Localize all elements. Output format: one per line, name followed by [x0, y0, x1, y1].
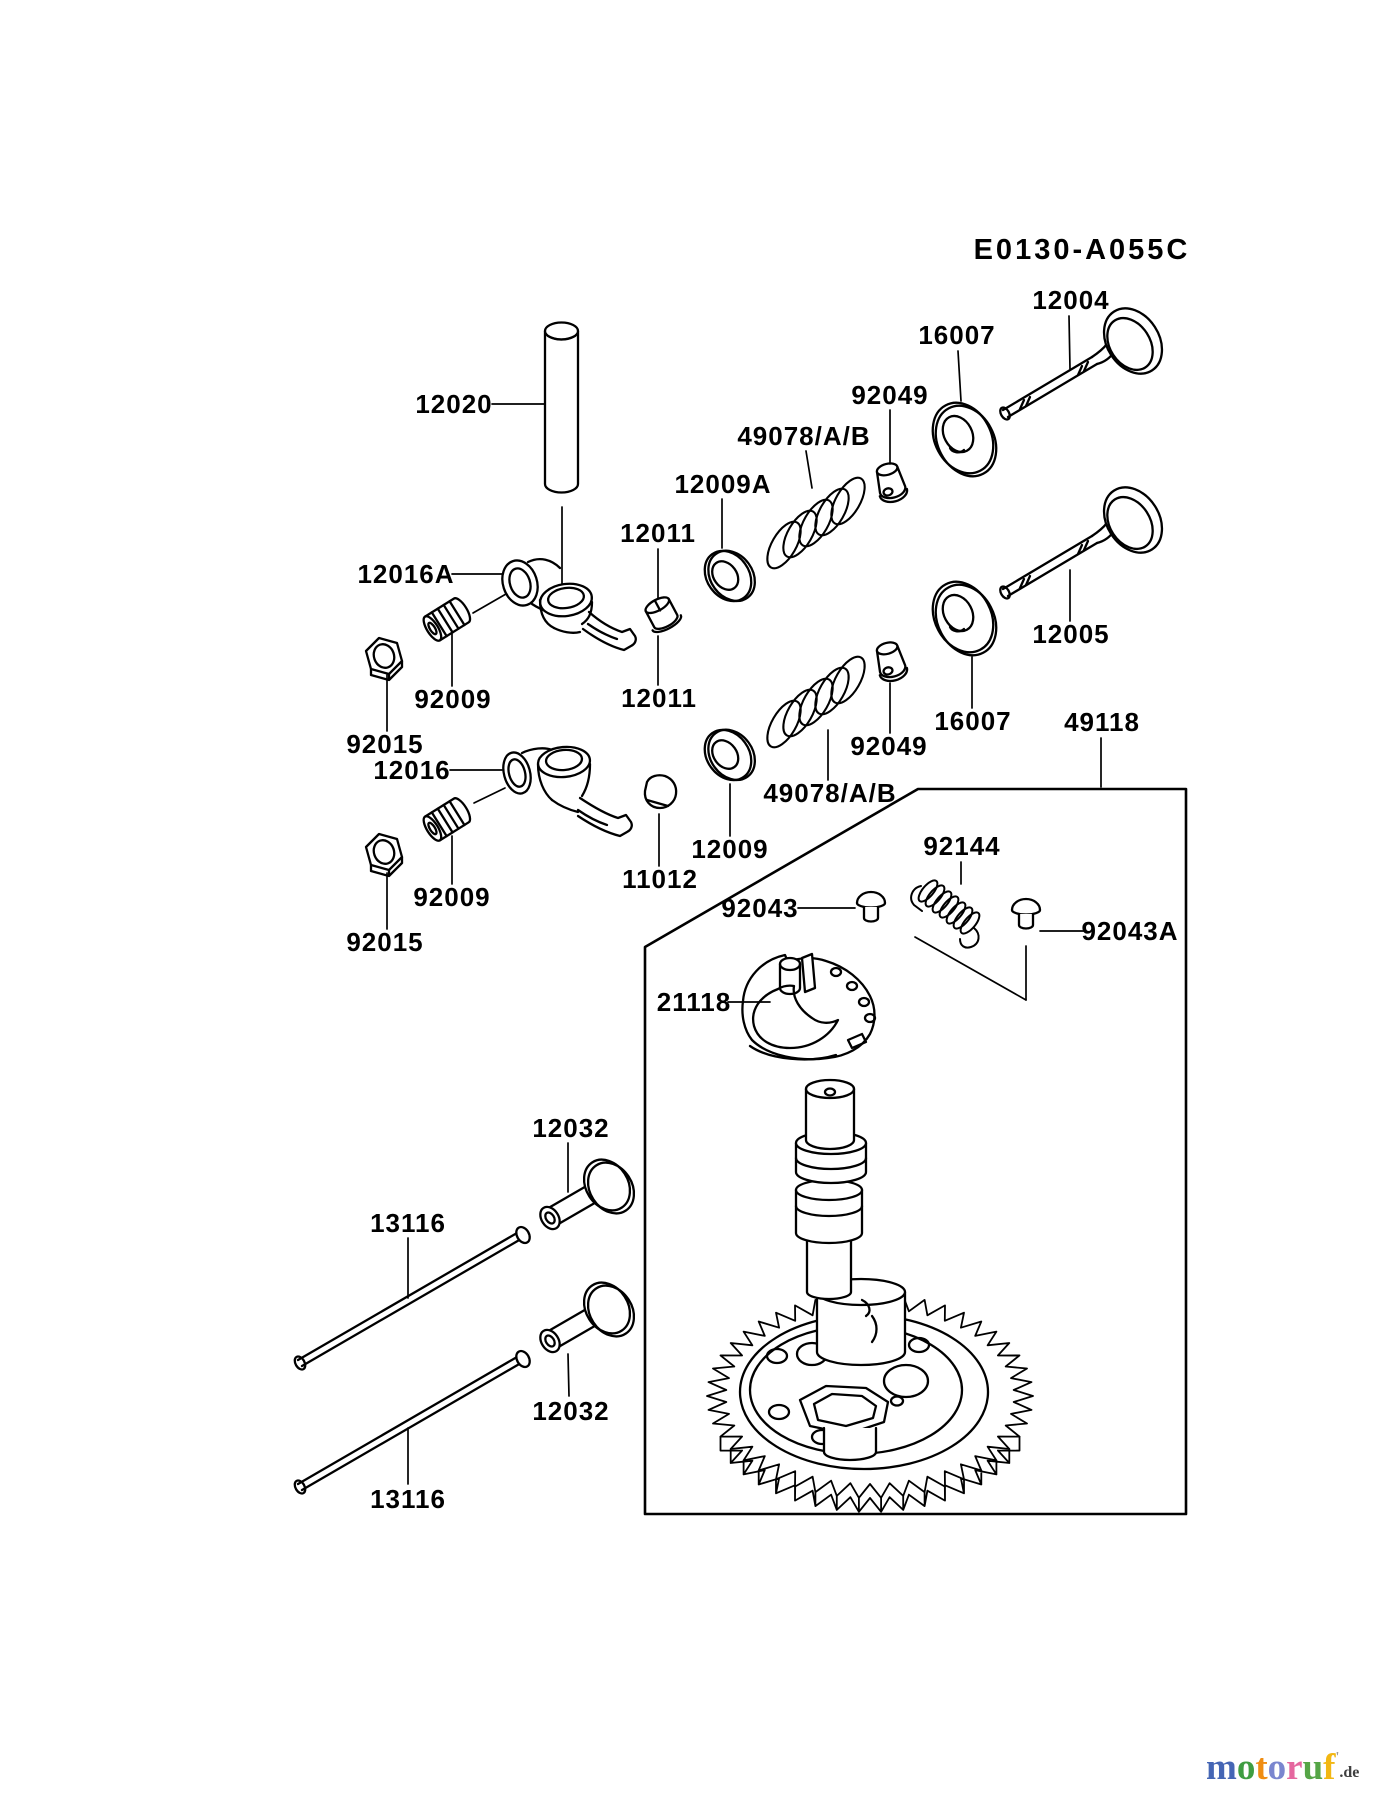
watermark-letter: t [1255, 1747, 1268, 1788]
label-49078-2: 49078/A/B [763, 778, 896, 808]
screw-92009-2-drawing [419, 794, 475, 845]
watermark-tick: ' [1335, 1750, 1340, 1765]
label-16007-2: 16007 [934, 706, 1011, 736]
label-92049-2: 92049 [850, 731, 927, 761]
pushrod-13116-2-drawing [291, 1347, 534, 1497]
label-92049-1: 92049 [851, 380, 928, 410]
label-12032-2: 12032 [532, 1396, 609, 1426]
label-92015-2: 92015 [346, 927, 423, 957]
label-13116-1: 13116 [370, 1208, 446, 1238]
assembly-box [643, 787, 1188, 1516]
label-12032-1: 12032 [532, 1113, 609, 1143]
rocker-arm-12016A-drawing [472, 558, 637, 652]
nut-92015-drawing [364, 636, 404, 682]
label-92015-1: 92015 [346, 729, 423, 759]
label-21118: 21118 [657, 987, 731, 1017]
cap-11012-drawing [643, 774, 678, 810]
tappet-12032-drawing [539, 1158, 636, 1231]
leader-lines [386, 315, 1102, 1485]
label-12016A: 12016A [357, 559, 454, 589]
bolt-92043-drawing [855, 890, 887, 923]
valve-drawing [999, 307, 1164, 421]
valve-seal-drawing [875, 462, 909, 504]
bolt-92043A-drawing [1010, 897, 1042, 930]
watermark-letter: f [1323, 1747, 1336, 1788]
part-labels: E0130-A055C 12020 12016A 92009 92015 120… [346, 234, 1191, 1514]
label-49118: 49118 [1064, 707, 1140, 737]
advancer-drawing [741, 952, 877, 1061]
nut-92015-2-drawing [364, 832, 404, 878]
label-92009-2: 92009 [413, 882, 490, 912]
camshaft-drawing [794, 1078, 907, 1462]
watermark-letter: o [1236, 1747, 1256, 1788]
spring-92144-drawing [910, 879, 981, 949]
retainer-drawing [931, 401, 998, 478]
assembly-pointer-lines [914, 936, 1027, 1001]
diagram-code: E0130-A055C [974, 234, 1191, 266]
label-12005: 12005 [1032, 619, 1109, 649]
rocker-arm-12016-drawing [473, 745, 633, 838]
screw-92009-drawing [422, 597, 472, 642]
rocker-shaft-drawing [543, 321, 580, 589]
watermark-letter: u [1302, 1747, 1324, 1788]
watermark-suffix: .de [1339, 1764, 1360, 1781]
label-12011-2: 12011 [621, 683, 697, 713]
label-92043A: 92043A [1081, 916, 1178, 946]
label-11012: 11012 [622, 864, 698, 894]
spring-seat-drawing [703, 549, 757, 603]
tappet-12032-2-drawing [535, 1272, 645, 1357]
watermark-letter: m [1206, 1747, 1237, 1788]
label-12009A: 12009A [674, 469, 771, 499]
label-12016: 12016 [373, 755, 450, 785]
label-12009: 12009 [691, 834, 768, 864]
watermark-letter: o [1267, 1747, 1287, 1788]
label-92043: 92043 [721, 893, 798, 923]
label-92144: 92144 [923, 831, 1000, 861]
pushrod-13116-drawing [293, 1225, 531, 1371]
keeper-12011-drawing [644, 596, 683, 634]
label-12011-1: 12011 [620, 518, 696, 548]
label-13116-2: 13116 [370, 1484, 446, 1514]
motoruf-watermark: motoruf'.de [1206, 1749, 1359, 1786]
label-12004: 12004 [1032, 285, 1109, 315]
label-49078-1: 49078/A/B [737, 421, 870, 451]
watermark-letter: r [1286, 1747, 1303, 1788]
label-92009-1: 92009 [414, 684, 491, 714]
label-12020: 12020 [415, 389, 492, 419]
valve-spring-drawing [766, 476, 866, 570]
label-16007-1: 16007 [918, 320, 995, 350]
